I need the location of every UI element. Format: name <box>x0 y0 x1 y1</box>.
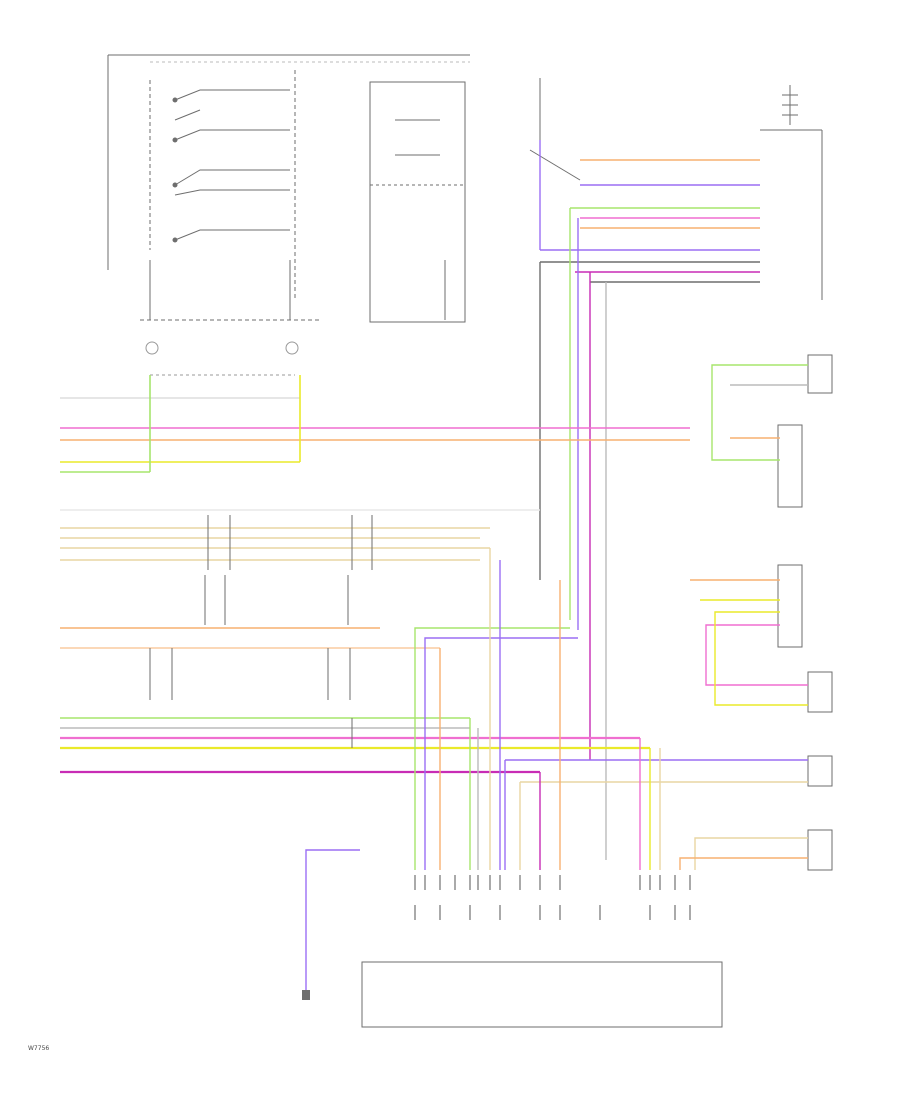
module-drops <box>305 548 661 990</box>
speaker-connectors <box>777 354 833 871</box>
steering-switch-block <box>107 54 470 321</box>
ground-symbol <box>302 990 310 1000</box>
footer-code: W7756 <box>28 1045 49 1052</box>
speaker-wires <box>505 364 808 870</box>
top-right-module <box>529 78 823 300</box>
audio-unit-module <box>361 961 723 1028</box>
top-right-wires <box>539 140 760 283</box>
vertical-bus <box>539 208 607 860</box>
clockspring-connectors <box>145 341 299 376</box>
horizontal-harness <box>60 375 690 774</box>
splice-connectors <box>149 515 373 748</box>
connector-pins <box>414 875 691 920</box>
audio-control-switch <box>369 81 466 323</box>
